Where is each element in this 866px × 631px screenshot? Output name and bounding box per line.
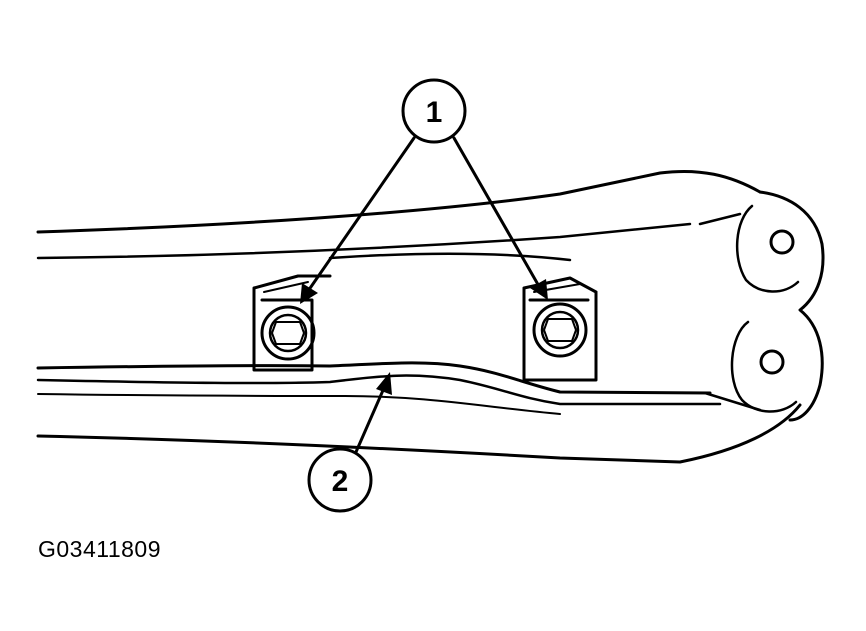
right-bolt	[532, 302, 588, 358]
crossmember-beam	[36, 169, 825, 464]
callout-2-arrowhead	[376, 372, 392, 395]
mount-hole-upper	[769, 229, 795, 255]
callout-1-label: 1	[426, 96, 443, 129]
callout-2-circle	[307, 447, 373, 513]
callout-1-leader-right	[452, 136, 542, 290]
callout-2: 2	[307, 372, 392, 513]
callout-1-arrowhead-right	[530, 279, 548, 300]
left-bolt	[260, 305, 316, 361]
callout-1-circle	[401, 78, 467, 144]
callout-1-arrowhead-left	[300, 283, 318, 304]
callout-1: 1	[300, 78, 548, 304]
callout-2-label: 2	[332, 465, 349, 498]
callout-1-leader-left	[304, 136, 416, 296]
mount-hole-lower	[759, 349, 785, 375]
callout-2-leader	[354, 386, 386, 454]
figure-code: G03411809	[38, 536, 162, 562]
